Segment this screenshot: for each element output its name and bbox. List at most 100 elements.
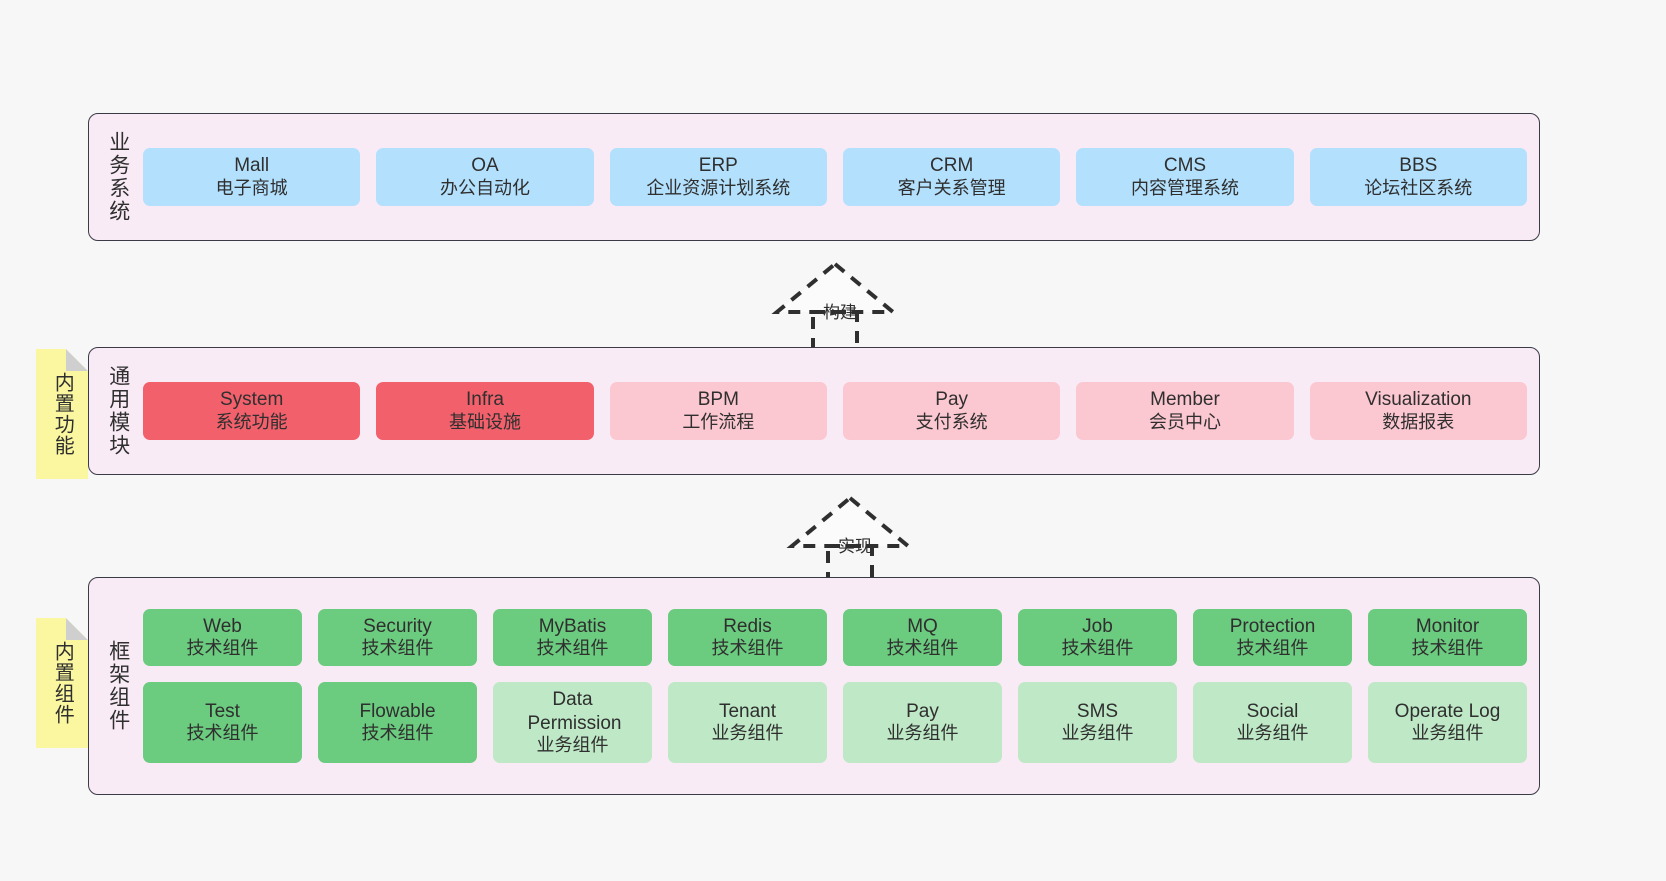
card-subtitle: 支付系统 xyxy=(915,411,988,432)
card-subtitle: 办公自动化 xyxy=(439,177,530,198)
layer-body-common-module: System 系统功能 Infra 基础设施 BPM 工作流程 Pay 支付系统… xyxy=(135,358,1527,464)
card-title: Protection xyxy=(1229,616,1316,638)
card-data-permission[interactable]: Data Permission 业务组件 xyxy=(493,682,652,763)
card-title: Job xyxy=(1082,616,1113,638)
card-job[interactable]: Job 技术组件 xyxy=(1018,609,1177,667)
card-system[interactable]: System 系统功能 xyxy=(143,382,361,440)
card-crm[interactable]: CRM 客户关系管理 xyxy=(842,148,1061,206)
card-subtitle: 技术组件 xyxy=(361,723,434,744)
card-mq[interactable]: MQ 技术组件 xyxy=(843,609,1002,667)
card-sms[interactable]: SMS 业务组件 xyxy=(1018,682,1177,763)
card-subtitle: 技术组件 xyxy=(711,638,784,659)
layer-framework-component: 框架组件 Web 技术组件 Security 技术组件 MyBatis 技术组件… xyxy=(88,577,1540,795)
card-subtitle: 电子商城 xyxy=(215,177,288,198)
layer-title-common-module: 通用模块 xyxy=(106,365,130,457)
card-title: ERP xyxy=(698,155,738,177)
connector-build: 构建 xyxy=(745,258,925,352)
card-title: OA xyxy=(471,155,499,177)
card-subtitle: 技术组件 xyxy=(1411,638,1484,659)
card-title: CRM xyxy=(930,155,974,177)
card-title: Social xyxy=(1246,700,1299,722)
card-title: MyBatis xyxy=(538,616,607,638)
card-cms[interactable]: CMS 内容管理系统 xyxy=(1076,148,1294,206)
card-pay-business[interactable]: Pay 业务组件 xyxy=(843,682,1002,763)
layer-common-module: 通用模块 System 系统功能 Infra 基础设施 BPM 工作流程 Pay… xyxy=(88,347,1540,475)
card-title: Security xyxy=(363,616,432,638)
card-subtitle: 技术组件 xyxy=(361,638,434,659)
layer-body-framework-component: Web 技术组件 Security 技术组件 MyBatis 技术组件 Redi… xyxy=(135,588,1527,784)
card-subtitle: 业务组件 xyxy=(536,734,609,755)
card-subtitle: 业务组件 xyxy=(711,723,784,744)
card-title: Pay xyxy=(935,389,969,411)
card-subtitle: 企业资源计划系统 xyxy=(646,177,791,198)
card-title: BPM xyxy=(697,389,739,411)
card-bpm[interactable]: BPM 工作流程 xyxy=(609,382,827,440)
card-title: CMS xyxy=(1163,155,1207,177)
card-subtitle: 技术组件 xyxy=(886,638,959,659)
card-title: Pay xyxy=(906,700,939,722)
card-mybatis[interactable]: MyBatis 技术组件 xyxy=(493,609,652,667)
card-subtitle: 技术组件 xyxy=(186,638,259,659)
card-row: Test 技术组件 Flowable 技术组件 Data Permission … xyxy=(143,682,1527,763)
card-redis[interactable]: Redis 技术组件 xyxy=(668,609,827,667)
card-oa[interactable]: OA 办公自动化 xyxy=(376,148,594,206)
connector-implement-arrow xyxy=(786,495,914,586)
card-title: Operate Log xyxy=(1394,700,1501,722)
card-subtitle: 业务组件 xyxy=(1411,723,1484,744)
card-monitor[interactable]: Monitor 技术组件 xyxy=(1368,609,1527,667)
card-bbs[interactable]: BBS 论坛社区系统 xyxy=(1309,148,1527,206)
card-row: Web 技术组件 Security 技术组件 MyBatis 技术组件 Redi… xyxy=(143,609,1527,667)
card-title: Member xyxy=(1150,389,1220,411)
card-web[interactable]: Web 技术组件 xyxy=(143,609,302,667)
note-text: 内置功能 xyxy=(51,372,74,456)
card-title: Test xyxy=(205,700,240,722)
card-subtitle: 客户关系管理 xyxy=(897,177,1006,198)
card-subtitle: 业务组件 xyxy=(1061,723,1134,744)
card-protection[interactable]: Protection 技术组件 xyxy=(1193,609,1352,667)
card-title: BBS xyxy=(1399,155,1438,177)
card-subtitle: 技术组件 xyxy=(536,638,609,659)
card-tenant[interactable]: Tenant 业务组件 xyxy=(668,682,827,763)
card-title: SMS xyxy=(1076,700,1119,722)
note-text: 内置组件 xyxy=(51,641,74,725)
layer-title-framework-component: 框架组件 xyxy=(106,640,130,732)
card-subtitle: 技术组件 xyxy=(1061,638,1134,659)
card-subtitle: 技术组件 xyxy=(1236,638,1309,659)
connector-implement: 实现 xyxy=(760,492,940,586)
card-mall[interactable]: Mall 电子商城 xyxy=(143,148,361,206)
card-title: Data Permission xyxy=(527,689,622,734)
card-operate-log[interactable]: Operate Log 业务组件 xyxy=(1368,682,1527,763)
card-member[interactable]: Member 会员中心 xyxy=(1076,382,1294,440)
card-social[interactable]: Social 业务组件 xyxy=(1193,682,1352,763)
card-subtitle: 工作流程 xyxy=(682,411,755,432)
card-title: Flowable xyxy=(359,700,436,722)
card-title: Infra xyxy=(465,389,504,411)
card-pay[interactable]: Pay 支付系统 xyxy=(842,382,1061,440)
layer-body-business-system: Mall 电子商城 OA 办公自动化 ERP 企业资源计划系统 CRM 客户关系… xyxy=(135,124,1527,230)
card-title: System xyxy=(219,389,284,411)
layer-title-business-system: 业务系统 xyxy=(106,131,130,223)
connector-implement-label: 实现 xyxy=(838,537,872,556)
note-builtin-function: 内置功能 xyxy=(36,349,88,479)
card-title: Monitor xyxy=(1415,616,1480,638)
card-subtitle: 系统功能 xyxy=(215,411,288,432)
card-test[interactable]: Test 技术组件 xyxy=(143,682,302,763)
card-visualization[interactable]: Visualization 数据报表 xyxy=(1309,382,1527,440)
card-subtitle: 会员中心 xyxy=(1148,411,1221,432)
card-flowable[interactable]: Flowable 技术组件 xyxy=(318,682,477,763)
layer-business-system: 业务系统 Mall 电子商城 OA 办公自动化 ERP 企业资源计划系统 CRM… xyxy=(88,113,1540,241)
card-title: Web xyxy=(203,616,242,638)
card-row: System 系统功能 Infra 基础设施 BPM 工作流程 Pay 支付系统… xyxy=(143,382,1527,440)
card-subtitle: 内容管理系统 xyxy=(1130,177,1239,198)
card-subtitle: 技术组件 xyxy=(186,723,259,744)
card-title: Redis xyxy=(723,616,772,638)
card-erp[interactable]: ERP 企业资源计划系统 xyxy=(609,148,827,206)
card-title: Visualization xyxy=(1365,389,1472,411)
card-subtitle: 基础设施 xyxy=(448,411,521,432)
card-title: Tenant xyxy=(718,700,777,722)
card-security[interactable]: Security 技术组件 xyxy=(318,609,477,667)
note-fold-corner xyxy=(66,349,88,371)
card-infra[interactable]: Infra 基础设施 xyxy=(376,382,594,440)
card-subtitle: 业务组件 xyxy=(886,723,959,744)
